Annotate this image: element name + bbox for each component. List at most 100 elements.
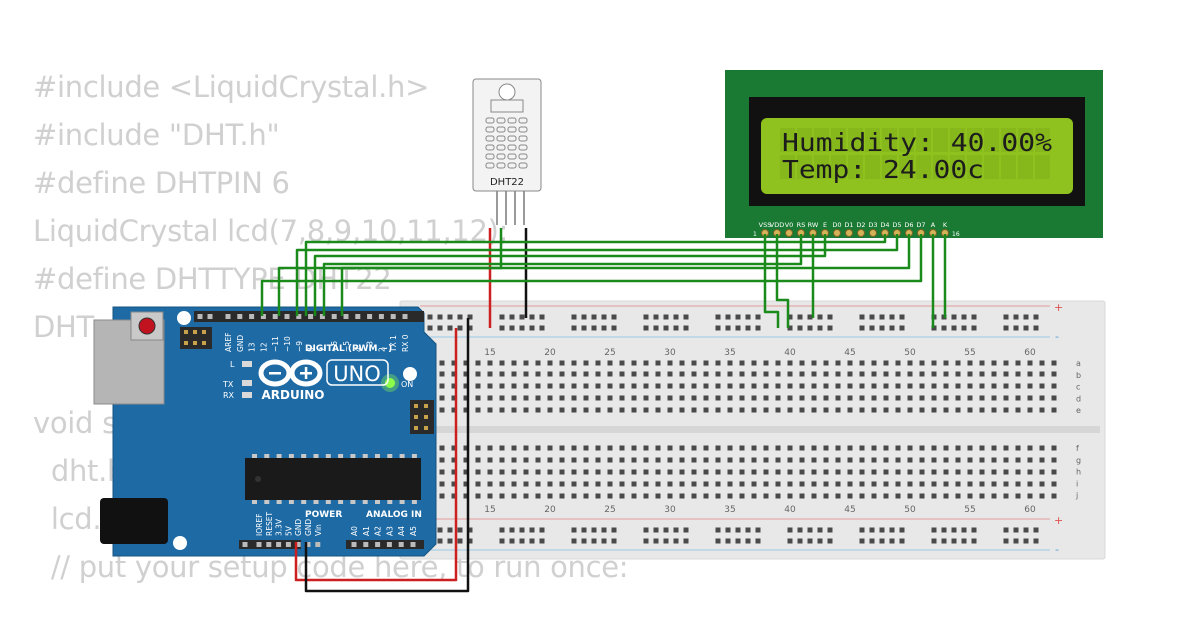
analog-pin-label: A3 [385,526,394,536]
digital-pin-label: ~5 [342,341,351,352]
on-label: ON [401,380,413,389]
lcd-pin-label: D2 [856,221,865,229]
column-number: 30 [664,505,676,515]
digital-pin-label: 13 [248,342,257,352]
power-label: POWER [305,510,342,520]
wire-gnd [304,318,470,593]
arduino-uno-board: UNO ARDUINO DIGITAL (PWM ~) POWER ANALOG… [93,306,437,557]
power-pin-label: 3.3V [275,518,284,536]
column-number: 15 [484,348,495,358]
lcd-line-1: Humidity: 40.00% [782,128,1052,157]
lcd-pin-label: E [823,221,827,229]
column-number: 45 [844,348,855,358]
lcd-pin-label: VSS [759,221,772,229]
lcd-pin-last-number: 16 [952,231,960,238]
lcd-pin-label: D0 [832,221,841,229]
lcd-pin-label: D7 [916,221,925,229]
breadboard-holes [427,314,1057,544]
power-pin-label: GND [304,519,313,536]
column-number: 60 [1024,505,1036,515]
wire-lcd-d4 [304,234,887,316]
lcd-pin-label: RS [797,221,806,229]
column-number: 25 [604,348,615,358]
lcd-pin-label: RW [808,221,819,229]
column-number: 20 [544,348,556,358]
wire-lcd-d6 [277,234,911,316]
rail-plus-bottom: + [1054,514,1063,527]
analog-pin-label: A4 [397,526,406,536]
row-letter: f [1076,444,1079,453]
digital-pin-label: AREF [224,333,233,352]
column-number: 40 [784,348,796,358]
lcd-pin-label: D6 [904,221,913,229]
column-number: 20 [544,505,556,515]
digital-pin-label: ~3 [366,341,375,352]
rail-minus-top: - [1055,330,1059,343]
wires [260,228,947,593]
row-letter: b [1076,371,1081,380]
column-number: 40 [784,505,796,515]
power-pin-label: GND [294,519,303,536]
column-number: 35 [724,505,735,515]
arduino-logo-icon [258,359,323,387]
column-number: 15 [484,505,495,515]
breadboard: + - + - 1015202530354045505560 152025303… [399,300,1106,560]
digital-pin-label: 12 [259,342,268,352]
wire-lcd-d7 [260,234,923,316]
row-letter: d [1076,394,1081,403]
column-number: 30 [664,348,676,358]
digital-pin-label: GND [236,335,245,352]
analog-pin-label: A5 [409,526,418,536]
wire-5v [294,328,458,582]
digital-pin-label: ~6 [330,341,339,352]
column-number: 25 [604,505,615,515]
rail-minus-bottom: - [1055,543,1059,556]
dht22-grille [485,117,528,169]
dht22-label: DHT22 [490,177,524,188]
column-number: 45 [844,505,855,515]
power-pin-label: 5V [284,525,293,536]
digital-pin-label: ~11 [271,336,280,352]
row-letter: g [1076,456,1081,465]
wire-lcd-vss [763,234,780,328]
row-letter: i [1076,479,1078,488]
digital-pin-label: TX 1 [389,335,398,353]
digital-pin-label: 2 [377,347,386,352]
lcd-pin-label: D4 [880,221,889,229]
column-number: 55 [964,505,975,515]
power-jack [100,498,168,544]
column-number: 50 [904,348,916,358]
digital-pin-label: 7 [318,347,327,352]
lcd-pin-label: VDD [770,221,784,229]
analog-pin-label: A0 [350,526,359,536]
digital-pin-label: RX 0 [401,334,410,352]
row-letter: h [1076,468,1081,477]
analog-pin-label: A2 [374,526,383,536]
digital-pin-label: 4 [354,347,363,352]
row-letter: j [1075,491,1078,500]
power-pin-label: IOREF [255,514,264,536]
lcd-pin-label: D5 [892,221,901,229]
power-pin-label: RESET [265,512,274,536]
column-number: 35 [724,348,735,358]
led-rx-label: RX [223,391,235,400]
wire-lcd-vdd [775,234,790,328]
column-number: 60 [1024,348,1036,358]
led-tx-label: TX [222,380,234,389]
lcd-pin-label: D1 [844,221,853,229]
dht22-sensor: DHT22 [472,78,542,225]
row-letter: a [1076,359,1081,368]
digital-pin-label: ~9 [295,341,304,352]
rail-plus-top: + [1054,301,1063,314]
lcd-pin-first-number: 1 [753,231,757,238]
digital-pin-label: 8 [307,347,316,352]
analog-header [346,540,424,549]
wire-lcd-e [313,234,827,316]
analog-in-label: ANALOG IN [366,510,422,520]
